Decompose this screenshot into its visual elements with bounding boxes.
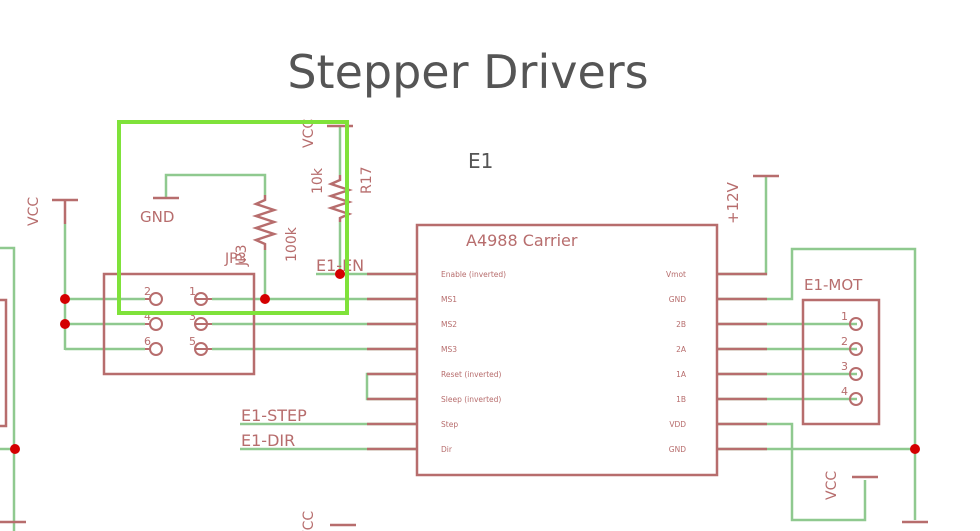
wire-vdd xyxy=(717,422,867,522)
vcc-left-symbol xyxy=(52,198,78,224)
jp3-pin-number: 4 xyxy=(144,310,151,323)
mot-pin-number: 4 xyxy=(841,385,848,398)
junction-dot xyxy=(10,444,20,454)
left-partial-component xyxy=(0,298,8,428)
motor-connector: E1-MOT 1 2 3 4 xyxy=(801,276,881,426)
chip-name: A4988 Carrier xyxy=(466,231,578,250)
jp3-pin-number: 3 xyxy=(189,310,196,323)
chip-pin-leads xyxy=(367,272,767,451)
jp3-pin xyxy=(149,317,163,331)
resistor-100k-body xyxy=(252,195,278,250)
mot-pin xyxy=(849,317,863,331)
resistor-r17-body xyxy=(327,175,353,222)
page-title: Stepper Drivers xyxy=(287,45,648,99)
wire-gnd xyxy=(164,173,267,198)
jp3-pin xyxy=(149,342,163,356)
chip-pin-label: MS3 xyxy=(441,345,457,354)
net-label-e1-dir: E1-DIR xyxy=(241,431,295,450)
chip-pin-label: 1A xyxy=(676,370,687,379)
jp3-body xyxy=(102,272,256,376)
resistor-100k-value: 100k xyxy=(284,226,300,262)
wires xyxy=(0,126,917,531)
chip-pin-label: 2B xyxy=(676,320,686,329)
vcc-left-label: VCC xyxy=(26,197,42,226)
chip-pin-label: VDD xyxy=(669,420,686,429)
chip-pin-label: Reset (inverted) xyxy=(441,370,502,379)
mot-pins: 1 2 3 4 xyxy=(841,310,863,406)
net-label-e1-step: E1-STEP xyxy=(241,406,307,425)
chip-a4988: E1 A4988 Carrier Enable (inverted) MS1MS2… xyxy=(367,149,767,477)
wire-left-partial xyxy=(0,246,16,531)
selection-highlight xyxy=(117,120,349,315)
gnd-label: GND xyxy=(140,208,174,226)
chip-pin-label: Dir xyxy=(441,445,453,454)
resistor-100k: 100k xyxy=(252,195,300,262)
jp3-label: JP3 xyxy=(224,251,246,267)
supply-symbols: VCC VCC GND +12V VCC VCC xyxy=(0,119,928,531)
mot-pin-number: 1 xyxy=(841,310,848,323)
jp3-label-overlap: JP3 xyxy=(234,245,250,267)
chip-pin-label: MS2 xyxy=(441,320,457,329)
jp3-pin xyxy=(149,292,163,306)
mot-label: E1-MOT xyxy=(804,276,863,294)
jp3-pins: 2 1 4 3 6 5 xyxy=(144,285,212,356)
jp3-pin-number: 2 xyxy=(144,285,151,298)
jumper-jp3: JP3 JP3 2 1 4 3 6 5 xyxy=(102,245,256,376)
chip-pin-label: Sleep (inverted) xyxy=(441,395,501,404)
mot-pin-number: 3 xyxy=(841,360,848,373)
junction-dot xyxy=(60,294,70,304)
v12-label: +12V xyxy=(724,181,742,224)
chip-pin-label: 1B xyxy=(676,395,686,404)
chip-pin-label: Vmot xyxy=(666,270,686,279)
vcc-bottom-mid-label: VCC xyxy=(301,511,317,531)
junction-dot xyxy=(910,444,920,454)
chip-pin-label: GND xyxy=(669,445,686,454)
mot-pin xyxy=(849,392,863,406)
resistor-r17-value: 10k xyxy=(310,167,326,194)
vcc-bottom-label: VCC xyxy=(824,471,840,500)
mot-pin-number: 2 xyxy=(841,335,848,348)
jp3-pin-number: 1 xyxy=(189,285,196,298)
resistor-r17-ref: R17 xyxy=(359,166,375,194)
junctions xyxy=(10,269,920,454)
junction-dot xyxy=(260,294,270,304)
chip-pin-label: MS1 xyxy=(441,295,457,304)
chip-pin-label: Enable (inverted) xyxy=(441,270,506,279)
net-label-e1-en: E1-EN xyxy=(316,256,364,275)
chip-body xyxy=(415,223,719,477)
chip-pin-label: 2A xyxy=(676,345,687,354)
junction-dot xyxy=(335,269,345,279)
junction-dot xyxy=(60,319,70,329)
jp3-pin-number: 6 xyxy=(144,335,151,348)
mot-pin xyxy=(849,367,863,381)
chip-pin-label: Step xyxy=(441,420,458,429)
resistor-r17: 10k R17 xyxy=(310,166,375,222)
mot-pin xyxy=(849,342,863,356)
wire-reset-sleep xyxy=(365,372,417,401)
vcc-top-label: VCC xyxy=(301,119,317,148)
jp3-pin-number: 5 xyxy=(189,335,196,348)
chip-pin-label: GND xyxy=(669,295,686,304)
chip-ref: E1 xyxy=(468,149,493,173)
mot-body xyxy=(801,298,881,426)
